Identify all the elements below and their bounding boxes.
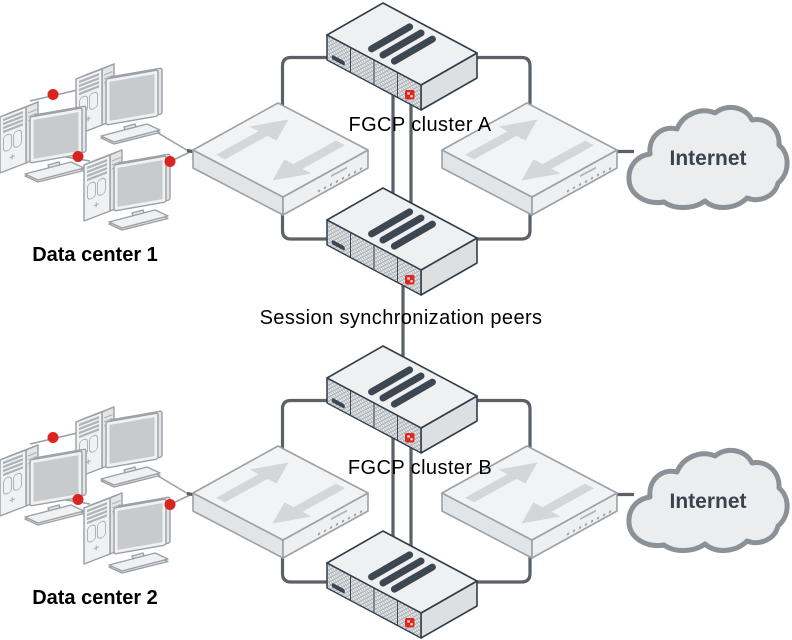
datacenter-1-label: Data center 1	[32, 244, 158, 266]
internet-1-label: Internet	[669, 147, 746, 170]
cluster-a-label: FGCP cluster A	[348, 114, 491, 136]
internet-2-label: Internet	[669, 490, 746, 513]
datacenter-2-label: Data center 2	[32, 587, 158, 609]
cluster-b-label: FGCP cluster B	[348, 457, 492, 479]
session-sync-label: Session synchronization peers	[260, 307, 543, 329]
